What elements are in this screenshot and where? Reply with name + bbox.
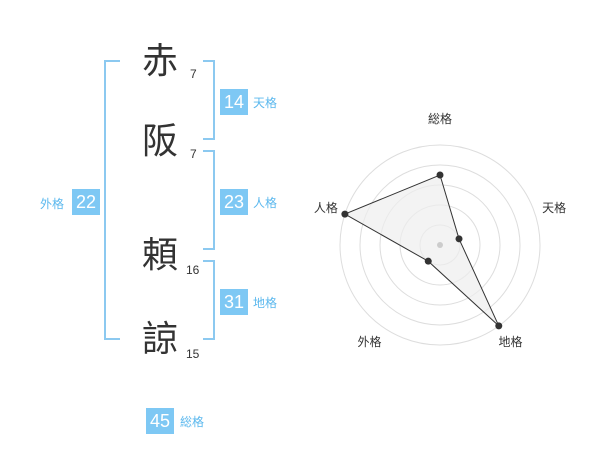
name-char-3: 頼 bbox=[142, 235, 179, 276]
soukaku-value: 45 bbox=[146, 408, 174, 434]
jinkaku-value: 23 bbox=[220, 189, 248, 215]
stroke-count-1: 7 bbox=[190, 67, 197, 81]
jinkaku-label: 人格 bbox=[253, 196, 278, 210]
chikaku-label: 地格 bbox=[253, 296, 278, 310]
radar-axis-label-5: 人格 bbox=[314, 200, 338, 215]
radar-axis-label-3: 地格 bbox=[498, 334, 522, 349]
chikaku-value: 31 bbox=[220, 289, 248, 315]
tenkaku-bracket bbox=[203, 60, 215, 140]
radar-axis-label-4: 外格 bbox=[357, 334, 381, 349]
gaikaku-value: 22 bbox=[72, 189, 100, 215]
name-char-4: 諒 bbox=[142, 319, 179, 360]
gaikaku-bracket bbox=[104, 60, 120, 340]
name-char-1: 赤 bbox=[142, 41, 179, 82]
stroke-count-3: 16 bbox=[186, 263, 200, 277]
radar-ring bbox=[339, 144, 541, 346]
radar-axis-label-2: 天格 bbox=[542, 200, 566, 215]
radar-points bbox=[341, 171, 503, 330]
radar-area bbox=[343, 174, 500, 327]
stroke-count-2: 7 bbox=[190, 147, 197, 161]
gaikaku-label: 外格 bbox=[40, 197, 65, 211]
soukaku-label: 総格 bbox=[180, 415, 205, 429]
tenkaku-label: 天格 bbox=[253, 96, 278, 110]
chikaku-bracket bbox=[203, 260, 215, 340]
radar-point-5 bbox=[341, 210, 349, 218]
stroke-count-4: 15 bbox=[186, 347, 200, 361]
radar-ring bbox=[359, 164, 521, 326]
tenkaku-value: 14 bbox=[220, 89, 248, 115]
radar-point-3 bbox=[495, 322, 503, 330]
radar-point-1 bbox=[436, 171, 444, 179]
jinkaku-bracket bbox=[203, 150, 215, 250]
radar-center-dot bbox=[437, 242, 443, 248]
radar-point-2 bbox=[455, 235, 463, 243]
radar-axis-label-1: 総格 bbox=[428, 111, 452, 126]
name-char-2: 阪 bbox=[142, 121, 179, 162]
radar-point-4 bbox=[424, 257, 432, 265]
